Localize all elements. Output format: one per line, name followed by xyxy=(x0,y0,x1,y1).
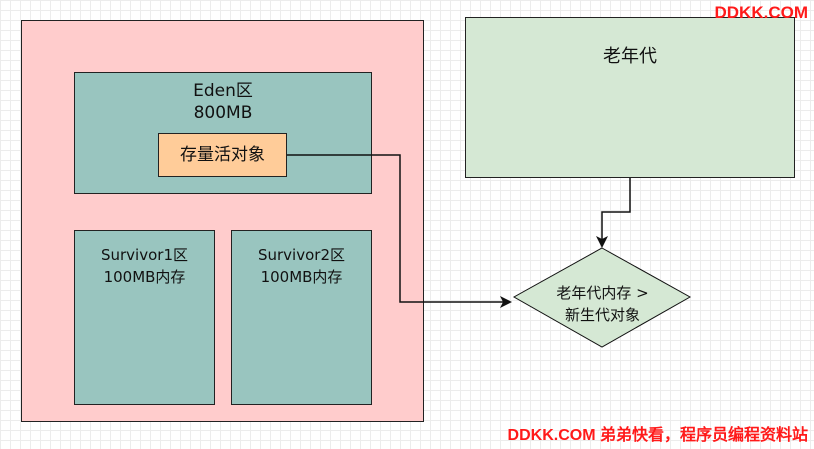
survivor2-label: Survivor2区 100MB内存 xyxy=(232,244,371,288)
watermark-bottom: DDKK.COM 弟弟快看，程序员编程资料站 xyxy=(507,427,808,444)
old-gen-to-decision-arrow xyxy=(596,178,631,248)
survivor1-size: 100MB内存 xyxy=(103,268,186,286)
decision-line-1: 老年代内存 > xyxy=(556,284,649,302)
survivor1-title: Survivor1区 xyxy=(100,246,188,264)
eden-label: Eden区 800MB xyxy=(75,80,371,124)
live-objects-label: 存量活对象 xyxy=(180,145,265,165)
live-objects-to-decision-arrow xyxy=(287,154,512,308)
survivor1-region: Survivor1区 100MB内存 xyxy=(74,230,215,405)
live-objects-box: 存量活对象 xyxy=(158,133,287,177)
survivor2-title: Survivor2区 xyxy=(257,246,345,264)
decision-diamond xyxy=(512,247,692,348)
old-generation-box: 老年代 xyxy=(465,17,795,178)
survivor1-label: Survivor1区 100MB内存 xyxy=(75,244,214,288)
watermark-top: DDKK.COM xyxy=(714,3,809,22)
survivor2-size: 100MB内存 xyxy=(260,268,343,286)
eden-title: Eden区 xyxy=(193,81,253,101)
survivor2-region: Survivor2区 100MB内存 xyxy=(231,230,372,405)
old-generation-label: 老年代 xyxy=(603,46,657,67)
decision-line-2: 新生代对象 xyxy=(564,306,640,324)
eden-size: 800MB xyxy=(193,103,253,123)
decision-label: 老年代内存 > 新生代对象 xyxy=(520,282,685,326)
